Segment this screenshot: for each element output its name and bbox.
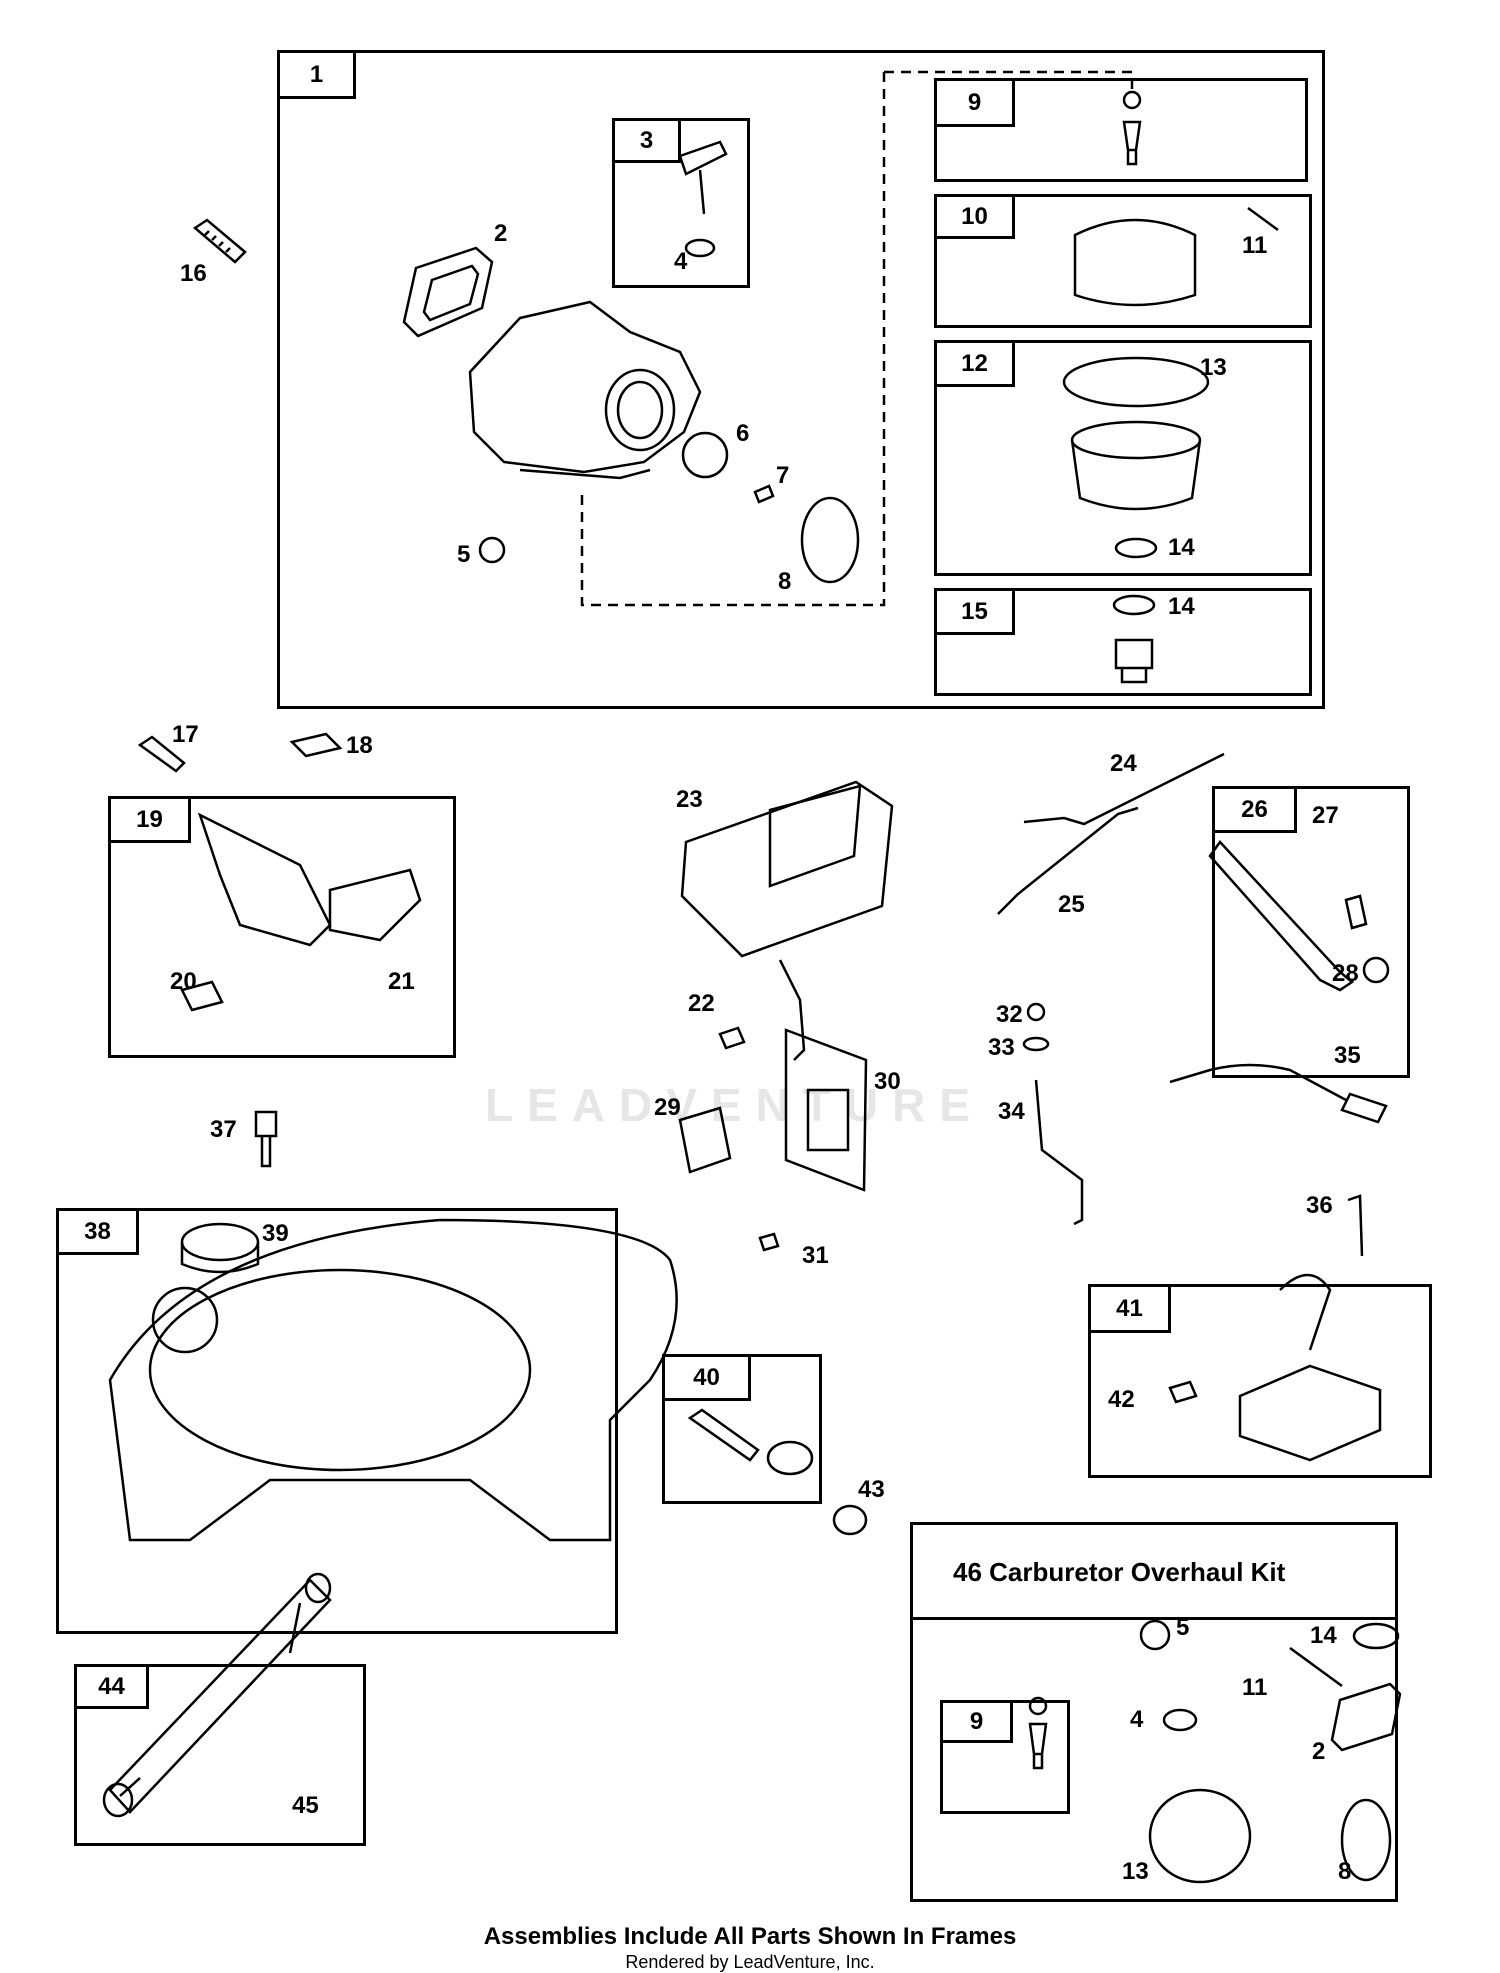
part-label-20: 20 — [170, 968, 197, 995]
frame-tag-41: 41 — [1091, 1287, 1171, 1333]
kit-label-4: 4 — [1130, 1706, 1144, 1733]
part-label-23: 23 — [676, 786, 703, 813]
frame-float: 10 — [934, 194, 1312, 328]
frame-tag-9: 9 — [937, 81, 1015, 127]
part-label-24: 24 — [1110, 750, 1137, 777]
watermark: LEADVENTURE — [485, 1079, 985, 1131]
part-label-18: 18 — [346, 732, 373, 759]
part-label-22: 22 — [688, 990, 715, 1017]
part-label-30: 30 — [874, 1068, 901, 1095]
frame-tag-10: 10 — [937, 197, 1015, 239]
part-label-43: 43 — [858, 1476, 885, 1503]
part-label-34: 34 — [998, 1098, 1025, 1125]
part-label-28: 28 — [1332, 960, 1359, 987]
frame-tag-15: 15 — [937, 591, 1015, 635]
frame-overhaul-kit: 46 Carburetor Overhaul Kit — [910, 1522, 1398, 1902]
part-label-14-bowl: 14 — [1168, 534, 1195, 561]
part-label-13: 13 — [1200, 354, 1227, 381]
frame-tag-26: 26 — [1215, 789, 1297, 833]
frame-tag-3: 3 — [615, 121, 681, 163]
part-label-4: 4 — [674, 248, 688, 275]
kit-label-8: 8 — [1338, 1858, 1352, 1885]
frame-carburetor-assembly: 1 — [277, 50, 1325, 709]
part-label-36: 36 — [1306, 1192, 1333, 1219]
frame-throttle: 3 — [612, 118, 750, 288]
part-label-21: 21 — [388, 968, 415, 995]
part-label-32: 32 — [996, 1001, 1023, 1028]
kit-label-13: 13 — [1122, 1858, 1149, 1885]
frame-tag-1: 1 — [280, 53, 356, 99]
kit-divider — [913, 1617, 1395, 1620]
part-label-37: 37 — [210, 1116, 237, 1143]
frame-tag-12: 12 — [937, 343, 1015, 387]
part-label-45: 45 — [292, 1792, 319, 1819]
frame-ignition: 41 — [1088, 1284, 1432, 1478]
frame-tag-44: 44 — [77, 1667, 149, 1709]
frame-tag-40: 40 — [665, 1357, 751, 1401]
frame-needle: 9 — [934, 78, 1308, 182]
frame-tag-38: 38 — [59, 1211, 139, 1255]
part-label-39: 39 — [262, 1220, 289, 1247]
part-label-7: 7 — [776, 462, 790, 489]
frame-governor: 19 — [108, 796, 456, 1058]
part-label-11: 11 — [1242, 232, 1268, 259]
part-label-27: 27 — [1312, 802, 1339, 829]
part-label-33: 33 — [988, 1034, 1015, 1061]
part-label-8: 8 — [778, 568, 792, 595]
frame-fuel-line: 44 — [74, 1664, 366, 1846]
frame-bracket: 26 — [1212, 786, 1410, 1078]
bolt-16-icon — [192, 218, 247, 264]
part-label-6: 6 — [736, 420, 750, 447]
kit-label-11: 11 — [1242, 1674, 1268, 1701]
part-label-29: 29 — [654, 1094, 681, 1121]
kit-label-5: 5 — [1176, 1614, 1190, 1641]
part-label-2: 2 — [494, 220, 508, 247]
part-label-17: 17 — [172, 721, 199, 748]
part-label-14-nut: 14 — [1168, 593, 1195, 620]
frame-bowl-nut: 15 — [934, 588, 1312, 696]
part-label-42: 42 — [1108, 1386, 1135, 1413]
kit-title: 46 Carburetor Overhaul Kit — [953, 1557, 1286, 1587]
part-label-35: 35 — [1334, 1042, 1361, 1069]
frame-kit-needle: 9 — [940, 1700, 1070, 1814]
kit-label-14: 14 — [1310, 1622, 1337, 1649]
footer-rendered-by: Rendered by LeadVenture, Inc. — [625, 1952, 875, 1972]
frame-tag-19: 19 — [111, 799, 191, 843]
part-label-5: 5 — [457, 541, 471, 568]
part-label-31: 31 — [802, 1242, 829, 1269]
frame-bowl: 12 — [934, 340, 1312, 576]
frame-tag-9-kit: 9 — [943, 1703, 1013, 1743]
kit-label-2: 2 — [1312, 1738, 1326, 1765]
frame-fuel-tank: 38 — [56, 1208, 618, 1634]
part-label-25: 25 — [1058, 891, 1085, 918]
footer-title: Assemblies Include All Parts Shown In Fr… — [483, 1923, 1017, 1950]
part-label-16: 16 — [180, 260, 207, 287]
frame-bolt-washer: 40 — [662, 1354, 822, 1504]
